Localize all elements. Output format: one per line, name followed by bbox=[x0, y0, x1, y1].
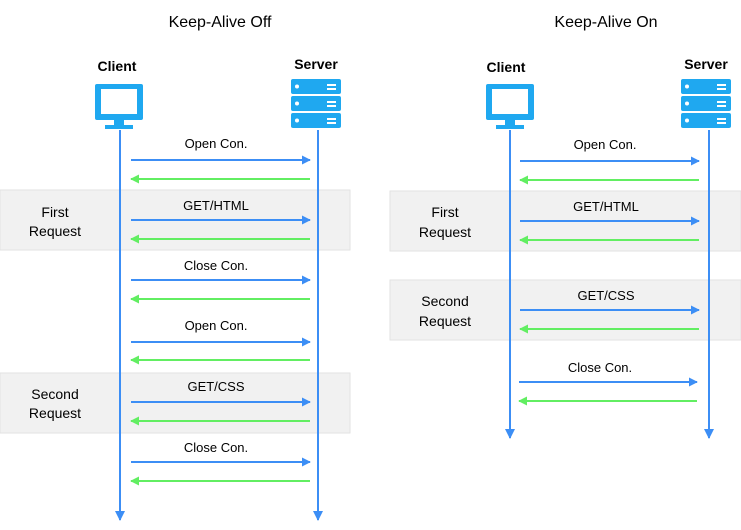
client-label: Client bbox=[487, 59, 526, 75]
exchange-label: Open Con. bbox=[574, 137, 637, 152]
client-monitor-icon bbox=[486, 84, 534, 129]
exchange-close-con-2: Close Con. bbox=[130, 440, 311, 486]
client-label: Client bbox=[98, 58, 137, 74]
panel-keep-alive-off: Keep-Alive Off Client Server First Reque… bbox=[0, 14, 351, 521]
exchange-close-con-1: Close Con. bbox=[130, 258, 311, 304]
exchange-label: Open Con. bbox=[185, 136, 248, 151]
exchange-label: GET/HTML bbox=[183, 198, 249, 213]
server-label: Server bbox=[294, 56, 338, 72]
exchange-get-html: GET/HTML bbox=[519, 199, 700, 245]
band-label-first: First bbox=[41, 204, 68, 220]
exchange-open-con-2: Open Con. bbox=[130, 318, 311, 365]
panel-title: Keep-Alive Off bbox=[169, 14, 272, 31]
exchange-label: GET/HTML bbox=[573, 199, 639, 214]
exchange-get-css: GET/CSS bbox=[519, 288, 700, 334]
exchange-label: Close Con. bbox=[184, 440, 248, 455]
exchange-open-con: Open Con. bbox=[519, 137, 700, 185]
exchange-label: GET/CSS bbox=[187, 379, 244, 394]
band-label-second: Request bbox=[419, 313, 471, 329]
server-rack-icon bbox=[681, 79, 731, 128]
exchange-close-con: Close Con. bbox=[518, 360, 698, 406]
band-label-first: Request bbox=[419, 224, 471, 240]
exchange-label: Open Con. bbox=[185, 318, 248, 333]
server-label: Server bbox=[684, 56, 728, 72]
exchange-get-html: GET/HTML bbox=[130, 198, 311, 244]
exchange-label: GET/CSS bbox=[577, 288, 634, 303]
panel-keep-alive-on: Keep-Alive On Client Server First Reques… bbox=[389, 14, 741, 439]
exchange-label: Close Con. bbox=[568, 360, 632, 375]
client-monitor-icon bbox=[95, 84, 143, 129]
exchange-open-con-1: Open Con. bbox=[130, 136, 311, 184]
server-rack-icon bbox=[291, 79, 341, 128]
band-label-second: Second bbox=[421, 293, 468, 309]
panel-title: Keep-Alive On bbox=[554, 14, 657, 31]
exchange-label: Close Con. bbox=[184, 258, 248, 273]
band-label-second: Second bbox=[31, 386, 78, 402]
band-label-first: Request bbox=[29, 223, 81, 239]
exchange-get-css: GET/CSS bbox=[130, 379, 311, 426]
band-label-first: First bbox=[431, 204, 458, 220]
band-label-second: Request bbox=[29, 405, 81, 421]
